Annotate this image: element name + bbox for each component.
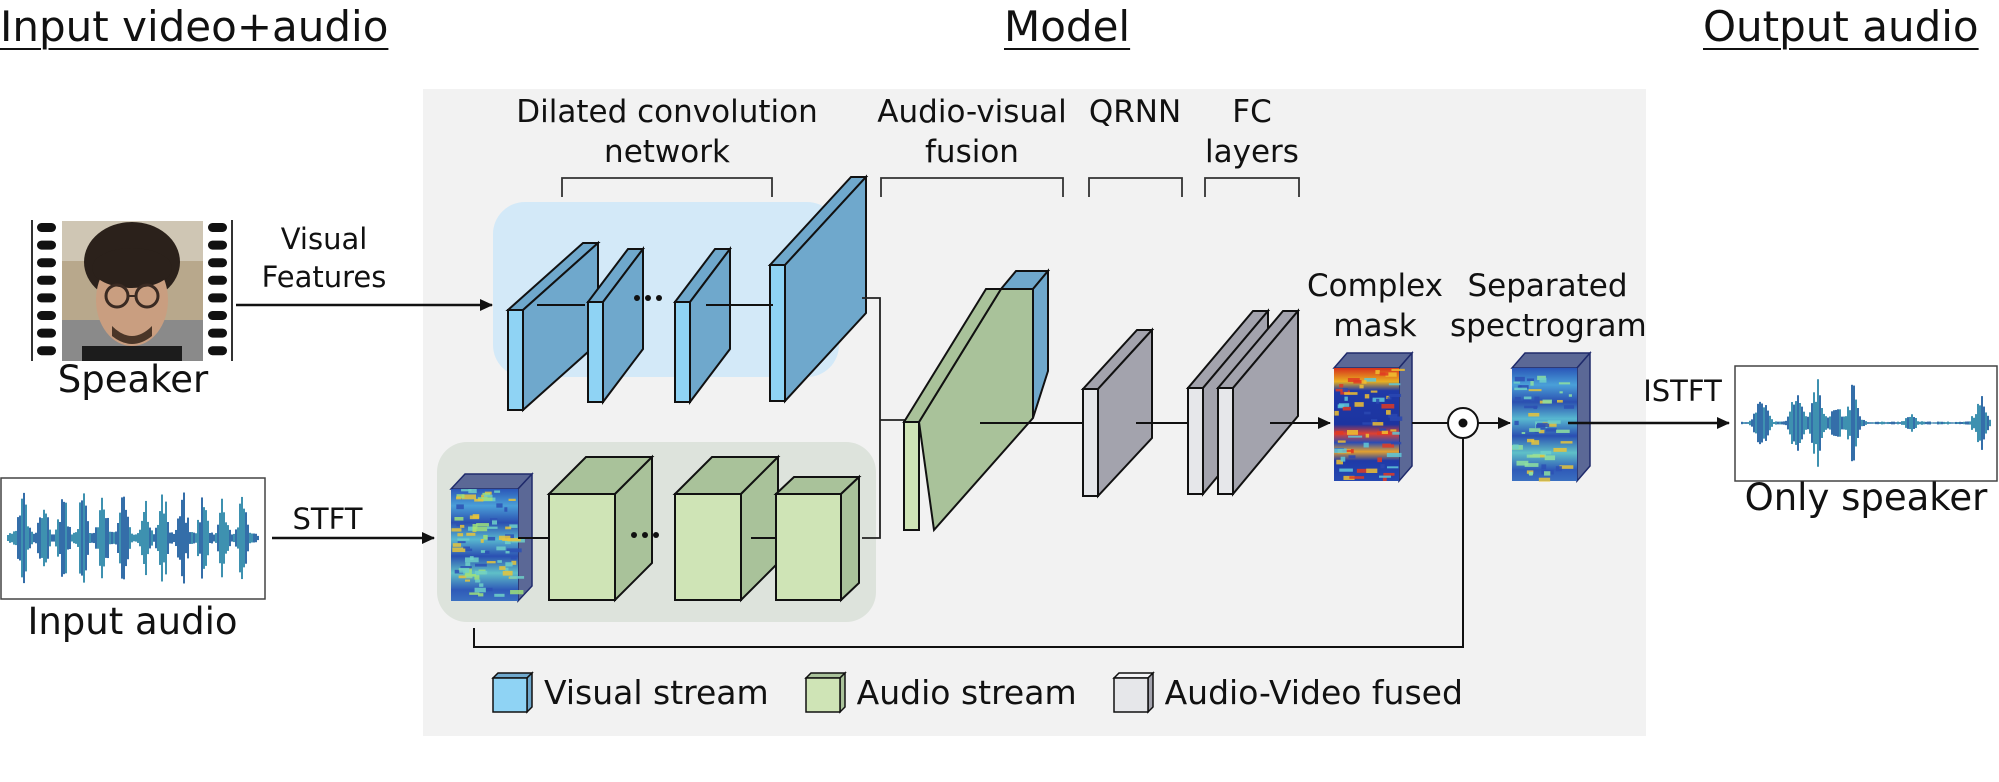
bracket-dilated-conv	[561, 177, 773, 197]
audio-stream-swatch-icon	[803, 671, 847, 714]
stage-label-fc-line2: layers	[1205, 134, 1299, 170]
separated-spectrogram-label: Separated spectrogram	[1450, 266, 1647, 346]
visual-conv-layers	[505, 174, 869, 413]
separated-spectrogram-label-line2: spectrogram	[1450, 308, 1647, 344]
stage-label-fc-line1: FC	[1232, 94, 1272, 130]
stream-merge-connector	[862, 297, 881, 539]
visual-features-label-line2: Features	[261, 260, 387, 294]
legend-label-visual: Visual stream	[544, 672, 769, 712]
only-speaker-caption: Only speaker	[1744, 476, 1988, 519]
input-spectrogram	[449, 472, 534, 603]
qrnn-layer	[1080, 327, 1155, 499]
speaker-video-frame	[31, 220, 233, 361]
film-sprocket-hole	[208, 223, 227, 232]
film-sprocket-hole	[37, 293, 56, 303]
heading-output: Output audio	[1703, 2, 1979, 51]
heading-input: Input video+audio	[0, 2, 389, 51]
stage-label-dilated-conv-line2: network	[604, 134, 730, 170]
av-fused-swatch-icon	[1111, 671, 1155, 714]
audio-conv-box	[773, 474, 862, 603]
separated-spectrogram-cube	[1510, 350, 1592, 484]
film-sprocket-hole	[208, 346, 227, 356]
legend-item-visual: Visual stream	[490, 670, 769, 714]
visual-features-label: Visual Features	[254, 220, 394, 296]
film-sprocket-hole	[37, 311, 56, 320]
film-sprocket-hole	[37, 275, 56, 285]
film-sprocket-hole	[208, 293, 227, 303]
stage-label-av-fusion: Audio-visual fusion	[862, 92, 1082, 172]
legend-label-audio: Audio stream	[856, 672, 1077, 712]
film-sprocket-hole	[208, 258, 227, 268]
heading-model: Model	[1004, 2, 1131, 51]
bracket-fc	[1204, 177, 1300, 197]
bracket-av-fusion	[880, 177, 1064, 197]
film-sprocket-hole	[208, 311, 227, 320]
stage-label-av-fusion-line2: fusion	[925, 134, 1019, 170]
film-sprocket-hole	[208, 240, 227, 250]
film-sprockets-left	[37, 223, 56, 356]
stft-label: STFT	[292, 502, 363, 536]
film-sprocket-hole	[37, 258, 56, 268]
stage-label-qrnn: QRNN	[1075, 92, 1195, 132]
speaker-photo	[62, 221, 203, 361]
stage-label-av-fusion-line1: Audio-visual	[877, 94, 1067, 130]
legend-item-audio: Audio stream	[803, 670, 1077, 714]
complex-mask-cube	[1332, 350, 1414, 484]
stage-label-dilated-conv: Dilated convolution network	[497, 92, 837, 172]
speaker-caption: Speaker	[57, 358, 209, 401]
film-sprocket-hole	[37, 328, 56, 338]
audio-conv-layers	[518, 454, 862, 603]
istft-label: ISTFT	[1643, 374, 1722, 408]
complex-mask-label-line1: Complex	[1307, 268, 1443, 304]
film-sprocket-hole	[208, 328, 227, 338]
visual-conv-slab	[672, 246, 733, 405]
visual-features-label-line1: Visual	[280, 222, 368, 256]
visual-conv-slab	[767, 174, 869, 404]
audio-conv-box	[546, 454, 655, 603]
visual-ellipsis	[634, 295, 662, 301]
input-audio-waveform	[7, 492, 259, 584]
stage-label-fc: FC layers	[1197, 92, 1307, 172]
legend-label-fused: Audio-Video fused	[1164, 672, 1463, 712]
elementwise-multiply-icon	[1447, 407, 1479, 439]
visual-stream-swatch-icon	[491, 671, 534, 714]
legend-item-fused: Audio-Video fused	[1111, 670, 1463, 714]
film-sprocket-hole	[37, 346, 56, 356]
complex-mask-label: Complex mask	[1300, 266, 1450, 346]
input-audio-caption: Input audio	[27, 600, 238, 643]
fusion-layer	[902, 268, 1051, 533]
legend: Visual stream Audio stream Audio-Video f…	[490, 670, 1497, 714]
visual-conv-slab	[505, 240, 601, 413]
audio-ellipsis	[631, 532, 659, 538]
film-sprocket-hole	[37, 223, 56, 232]
separated-spectrogram-label-line1: Separated	[1467, 268, 1628, 304]
output-audio-waveform	[1741, 379, 1991, 467]
complex-mask-label-line2: mask	[1333, 308, 1417, 344]
fc-layer-2	[1215, 308, 1301, 497]
skip-connection-line	[473, 438, 1464, 648]
stage-label-qrnn-line1: QRNN	[1088, 94, 1182, 130]
stage-label-dilated-conv-line1: Dilated convolution	[516, 94, 818, 130]
audio-conv-box	[672, 454, 781, 603]
film-sprocket-hole	[37, 240, 56, 250]
bracket-qrnn	[1088, 177, 1183, 197]
visual-conv-slab	[585, 246, 646, 405]
film-sprocket-hole	[208, 275, 227, 285]
film-sprockets-right	[208, 223, 227, 356]
